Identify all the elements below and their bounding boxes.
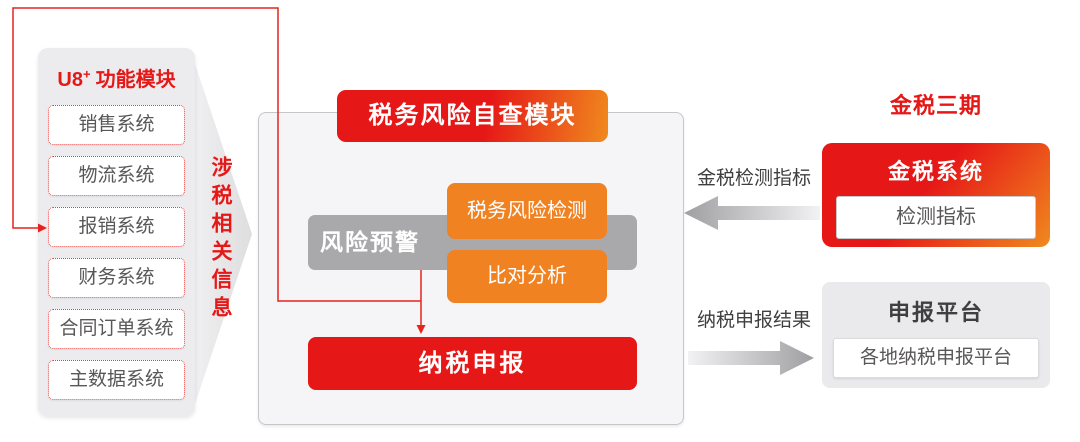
declaration-result-label: 纳税申报结果 bbox=[696, 310, 811, 331]
module-item-finance: 财务系统 bbox=[48, 258, 185, 298]
module-list: 销售系统 物流系统 报销系统 财务系统 合同订单系统 主数据系统 bbox=[38, 105, 195, 400]
u8-title-prefix: U8 bbox=[57, 69, 83, 91]
golden-tax-phase3-title: 金税三期 bbox=[889, 93, 982, 118]
self-check-module-title: 税务风险自查模块 bbox=[337, 90, 608, 142]
declaration-result-arrow bbox=[688, 341, 814, 375]
golden-tax-system-title: 金税系统 bbox=[887, 159, 984, 184]
module-item-contract-order: 合同订单系统 bbox=[48, 309, 185, 349]
u8-title-suffix: 功能模块 bbox=[95, 69, 176, 91]
declaration-platform-box: 申报平台 各地纳税申报平台 bbox=[822, 282, 1050, 388]
risk-detection-box: 税务风险检测 bbox=[447, 183, 607, 239]
detection-indicator-item: 检测指标 bbox=[836, 196, 1036, 239]
tax-info-flow-label: 涉税相关信息 bbox=[209, 156, 232, 324]
module-item-master-data: 主数据系统 bbox=[48, 360, 185, 400]
comparison-analysis-box: 比对分析 bbox=[447, 250, 607, 303]
u8-title-plus: + bbox=[82, 66, 91, 82]
golden-tax-input-arrow bbox=[684, 196, 820, 230]
u8-module-panel: U8+功能模块 销售系统 物流系统 报销系统 财务系统 合同订单系统 主数据系统 bbox=[38, 48, 195, 416]
tax-declaration-box: 纳税申报 bbox=[308, 337, 637, 390]
module-item-sales: 销售系统 bbox=[48, 105, 185, 145]
module-item-expense: 报销系统 bbox=[48, 207, 185, 247]
local-platform-item: 各地纳税申报平台 bbox=[833, 338, 1039, 378]
golden-tax-indicator-label: 金税检测指标 bbox=[696, 168, 811, 189]
u8-panel-title: U8+功能模块 bbox=[38, 63, 195, 92]
module-item-logistics: 物流系统 bbox=[48, 156, 185, 196]
declaration-platform-title: 申报平台 bbox=[887, 300, 984, 325]
golden-tax-system-box: 金税系统 检测指标 bbox=[822, 143, 1050, 247]
